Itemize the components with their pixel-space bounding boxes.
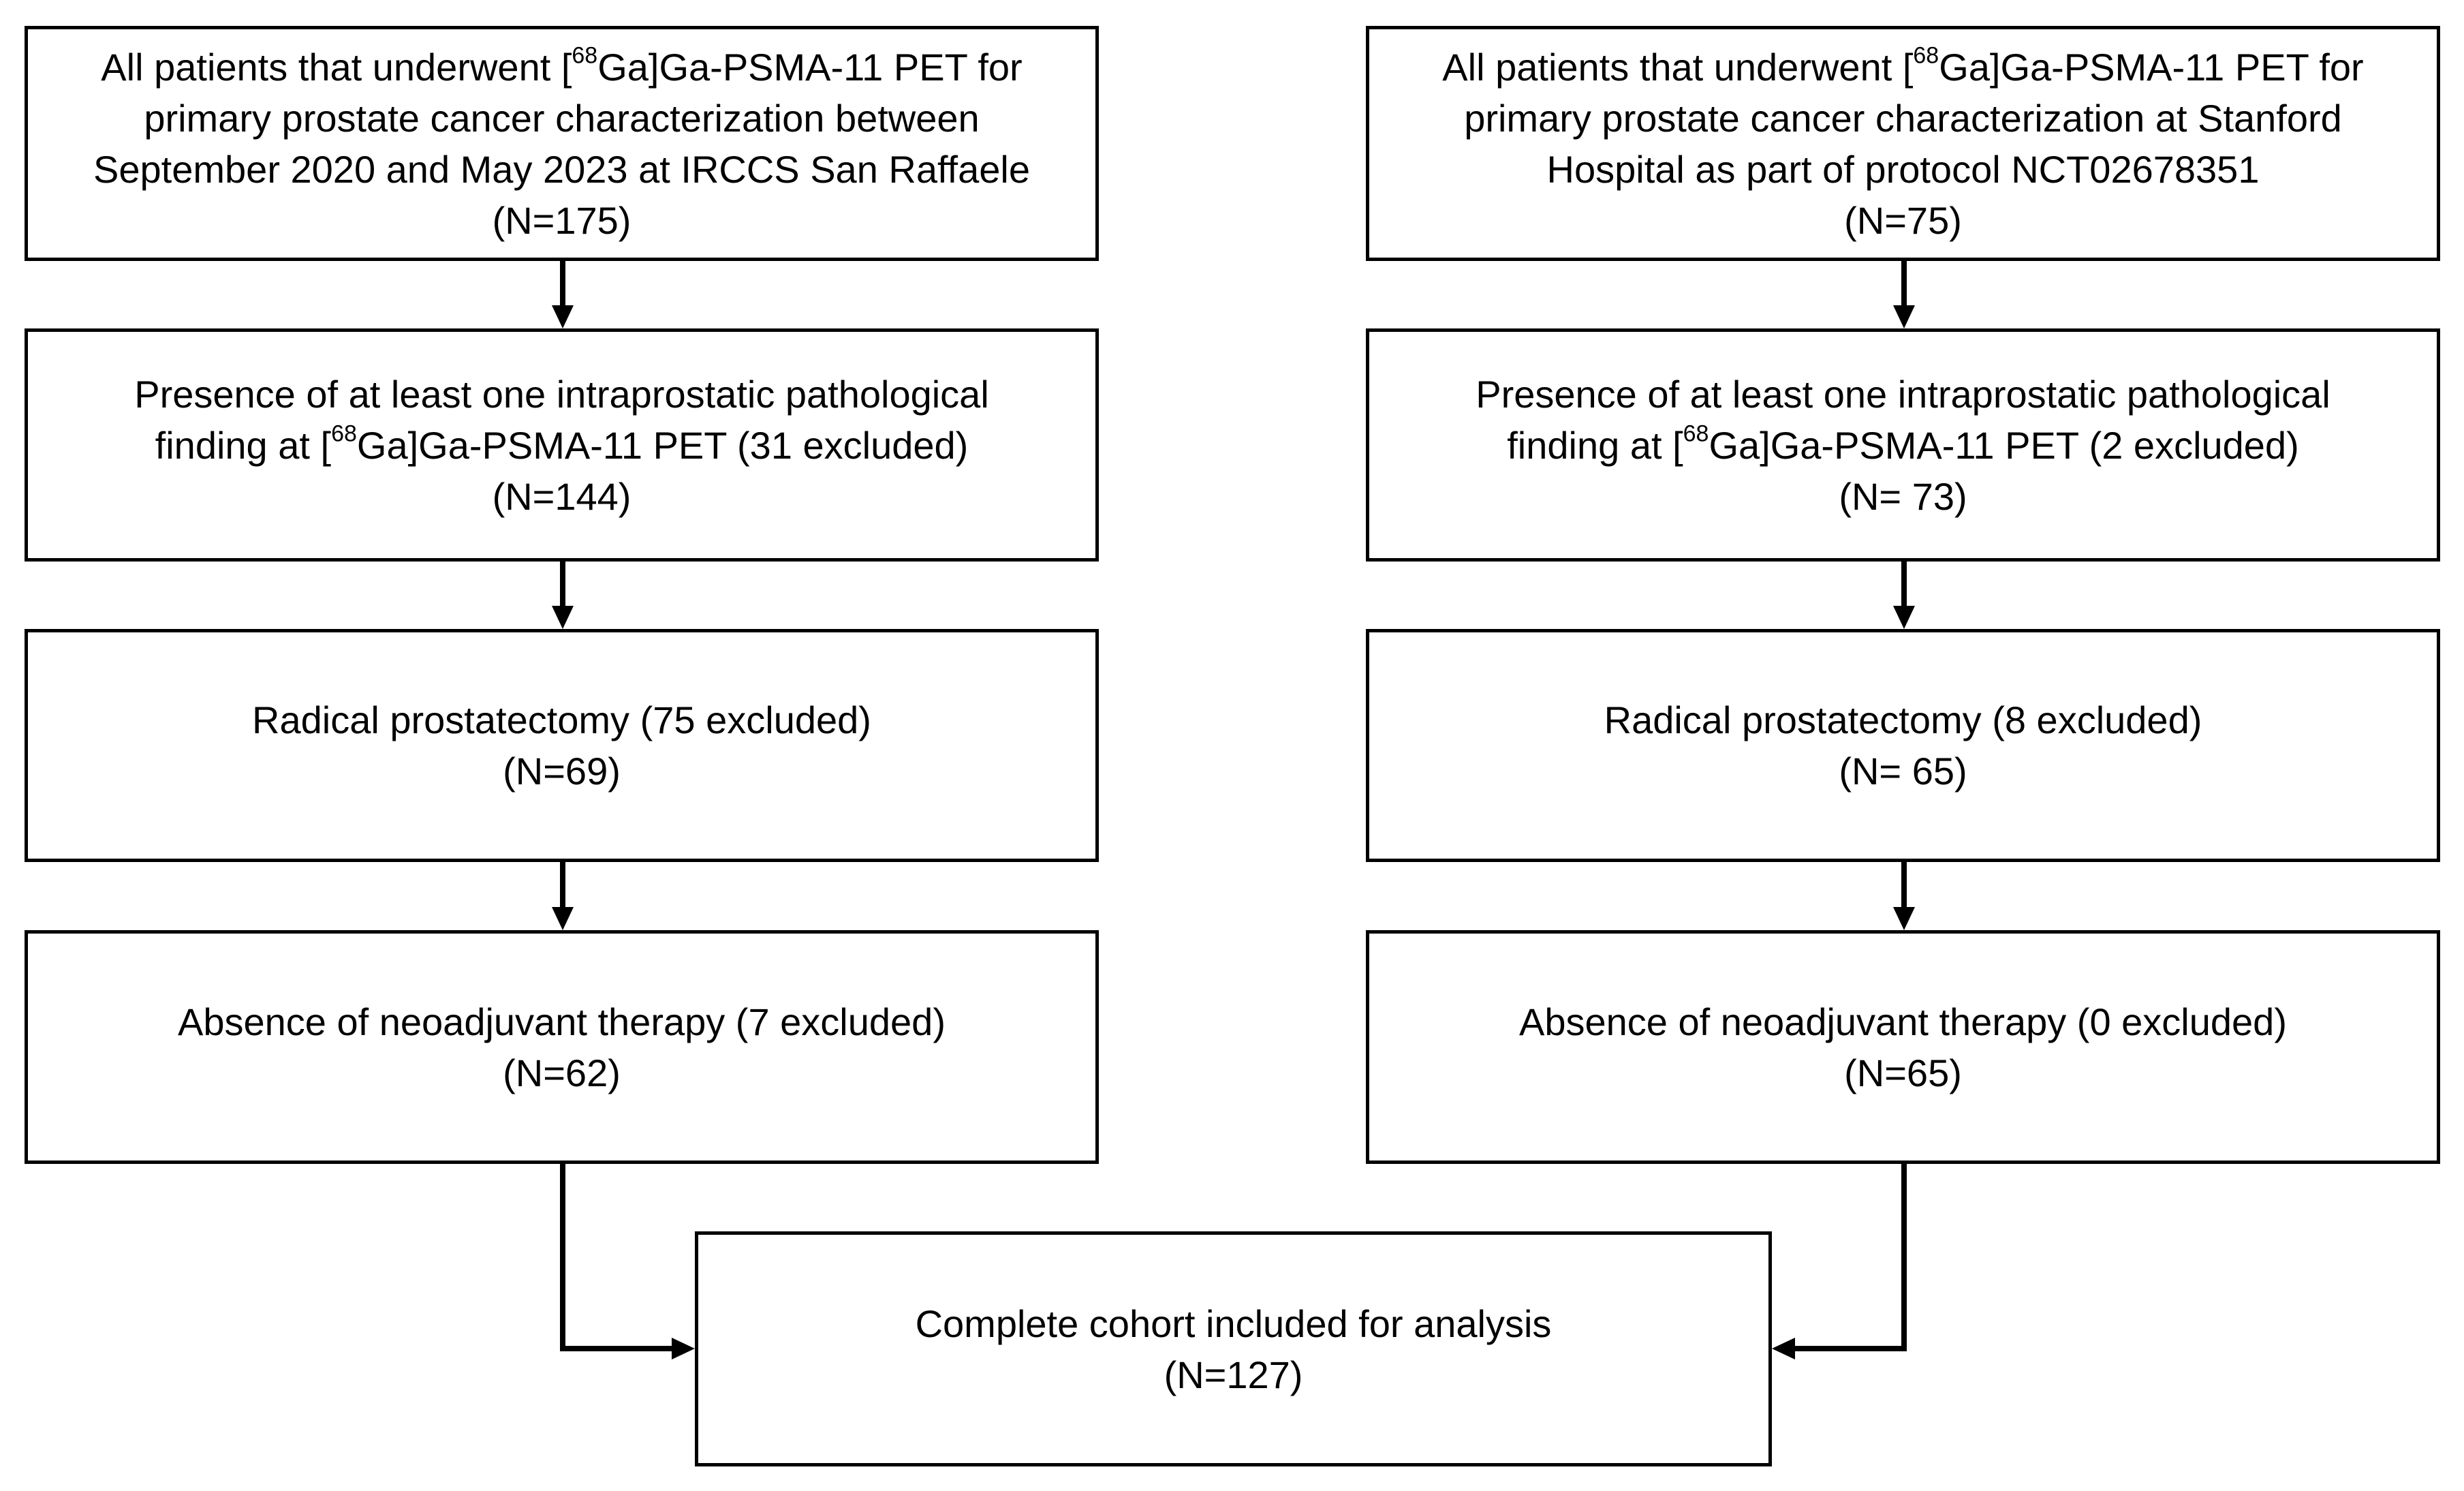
left-box2-line2-suffix: Ga]Ga-PSMA-11 PET (31 excluded) [356,423,969,467]
right-box4-count: (N=65) [1844,1051,1962,1094]
left-box1-line1-prefix: All patients that underwent [ [101,45,572,89]
right-box-neoadjuvant-therapy: Absence of neoadjuvant therapy (0 exclud… [1366,930,2440,1164]
right-box-pathological-finding: Presence of at least one intraprostatic … [1366,328,2440,562]
connector-left-to-final [560,1164,674,1351]
left-box-initial-cohort: All patients that underwent [68Ga]Ga-PSM… [25,26,1099,261]
left-box2-line2-superscript: 68 [331,420,357,446]
right-box4-line1: Absence of neoadjuvant therapy (0 exclud… [1519,1000,2287,1043]
left-box4-count: (N=62) [503,1051,621,1094]
left-box2-count: (N=144) [492,474,631,518]
right-box-radical-prostatectomy: Radical prostatectomy (8 excluded) (N= 6… [1366,629,2440,862]
left-box1-line3: September 2020 and May 2023 at IRCCS San… [93,147,1030,191]
arrowhead-into-final-left [672,1338,695,1359]
left-box4-line1: Absence of neoadjuvant therapy (7 exclud… [178,1000,946,1043]
right-box1-line1-prefix: All patients that underwent [ [1442,45,1914,89]
arrowhead-right-3 [1893,907,1915,930]
right-box3-line1: Radical prostatectomy (8 excluded) [1604,698,2202,741]
arrowhead-right-1 [1893,305,1915,328]
left-box1-count: (N=175) [492,198,631,242]
left-box-neoadjuvant-therapy: Absence of neoadjuvant therapy (7 exclud… [25,930,1099,1164]
left-box3-line1: Radical prostatectomy (75 excluded) [252,698,871,741]
final-box-complete-cohort: Complete cohort included for analysis (N… [695,1231,1772,1466]
right-box2-line2-suffix: Ga]Ga-PSMA-11 PET (2 excluded) [1709,423,2299,467]
left-box1-line1-superscript: 68 [572,42,598,68]
connector-right-to-final [1792,1164,1907,1351]
right-box1-line3: Hospital as part of protocol NCT02678351 [1546,147,2260,191]
right-box3-count: (N= 65) [1839,750,1967,793]
arrowhead-left-3 [552,907,574,930]
arrowhead-right-2 [1893,606,1915,629]
left-box1-line2: primary prostate cancer characterization… [144,96,980,140]
arrowhead-into-final-right [1772,1338,1795,1359]
final-box-line1: Complete cohort included for analysis [915,1302,1552,1345]
left-box-radical-prostatectomy: Radical prostatectomy (75 excluded) (N=6… [25,629,1099,862]
final-box-count: (N=127) [1164,1353,1303,1396]
arrowhead-left-1 [552,305,574,328]
right-box1-line1-suffix: Ga]Ga-PSMA-11 PET for [1939,45,2364,89]
right-box1-count: (N=75) [1844,198,1962,242]
right-box1-line1-superscript: 68 [1913,42,1939,68]
left-box3-count: (N=69) [503,750,621,793]
left-box-pathological-finding: Presence of at least one intraprostatic … [25,328,1099,562]
right-box1-line2: primary prostate cancer characterization… [1464,96,2342,140]
left-box2-line1: Presence of at least one intraprostatic … [134,372,989,416]
right-box2-line2-prefix: finding at [ [1507,423,1683,467]
left-box1-line1-suffix: Ga]Ga-PSMA-11 PET for [597,45,1023,89]
arrowhead-left-2 [552,606,574,629]
right-box-initial-cohort: All patients that underwent [68Ga]Ga-PSM… [1366,26,2440,261]
left-box2-line2-prefix: finding at [ [155,423,332,467]
right-box2-line2-superscript: 68 [1683,420,1709,446]
right-box2-line1: Presence of at least one intraprostatic … [1476,372,2330,416]
right-box2-count: (N= 73) [1839,474,1967,518]
